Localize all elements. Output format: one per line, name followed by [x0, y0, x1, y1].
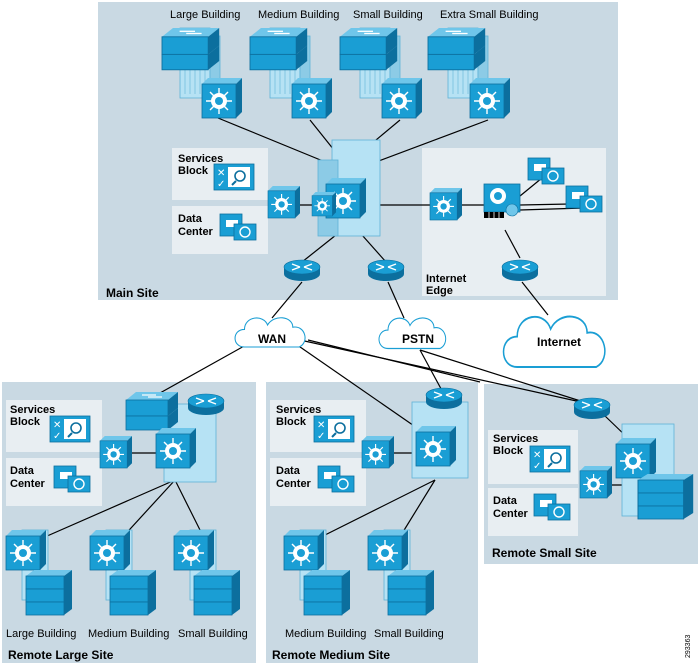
wan-label: WAN [258, 332, 286, 346]
rm-core-icon [411, 387, 469, 479]
rl-building-label-medium: Medium Building [88, 628, 169, 640]
pstn-label: PSTN [402, 332, 434, 346]
rl-services-switch-icon [99, 435, 133, 469]
rs-core-icon [615, 423, 694, 520]
rl-services-label-1: Services [10, 404, 55, 416]
remote-small-site-label: Remote Small Site [492, 546, 597, 560]
internet-edge-label-2: Edge [426, 285, 453, 297]
rl-medium-building-icon [89, 529, 157, 616]
main-building-label-medium: Medium Building [258, 9, 339, 21]
internet-edge-label-1: Internet [426, 273, 467, 285]
rl-services-label-2: Block [10, 416, 41, 428]
rs-services-switch-icon [579, 465, 613, 499]
main-data-center-label-1: Data [178, 213, 203, 225]
rm-data-center-label-1: Data [276, 465, 301, 477]
rl-services-block-icon [49, 415, 91, 443]
internet-edge-firewall-icon [483, 183, 521, 219]
internet-label: Internet [537, 335, 581, 349]
rm-building-label-small: Small Building [374, 628, 444, 640]
rl-data-center-label-2: Center [10, 478, 46, 490]
main-building-label-small: Small Building [353, 9, 423, 21]
rm-small-building-icon [367, 529, 435, 616]
rm-services-switch-icon [361, 435, 395, 469]
main-site-label: Main Site [106, 286, 159, 300]
main-data-center-label-2: Center [178, 226, 214, 238]
remote-medium-site-label: Remote Medium Site [272, 648, 390, 662]
rs-services-label-1: Services [493, 433, 538, 445]
rm-services-label-2: Block [276, 416, 307, 428]
main-services-label-2: Block [178, 165, 209, 177]
rm-building-label-medium: Medium Building [285, 628, 366, 640]
internet-edge-switch-icon [429, 187, 463, 221]
rl-small-building-icon [173, 529, 241, 616]
rs-services-label-2: Block [493, 445, 524, 457]
main-building-label-large: Large Building [170, 9, 240, 21]
rl-core-icon [125, 391, 225, 483]
rm-medium-building-icon [283, 529, 351, 616]
rs-data-center-label-1: Data [493, 495, 518, 507]
main-services-block-icon [213, 163, 255, 191]
rm-services-block-icon [313, 415, 355, 443]
rl-building-label-large: Large Building [6, 628, 76, 640]
rl-large-building-icon [5, 529, 73, 616]
internet-edge-router-icon [501, 259, 539, 282]
remote-large-site-label: Remote Large Site [8, 648, 114, 662]
main-services-switch-icon [267, 185, 301, 219]
main-services-label-1: Services [178, 153, 223, 165]
rs-services-block-icon [529, 445, 571, 473]
main-building-label-extra-small: Extra Small Building [440, 9, 538, 21]
rl-building-label-small: Small Building [178, 628, 248, 640]
rl-data-center-label-1: Data [10, 465, 35, 477]
main-pstn-router-icon [367, 259, 405, 282]
main-wan-router-icon [283, 259, 321, 282]
main-core-building-icon [311, 139, 381, 237]
rm-data-center-label-2: Center [276, 478, 312, 490]
rs-router-icon [573, 397, 611, 420]
figure-id: 293363 [685, 635, 692, 658]
rs-data-center-label-2: Center [493, 508, 529, 520]
rm-services-label-1: Services [276, 404, 321, 416]
